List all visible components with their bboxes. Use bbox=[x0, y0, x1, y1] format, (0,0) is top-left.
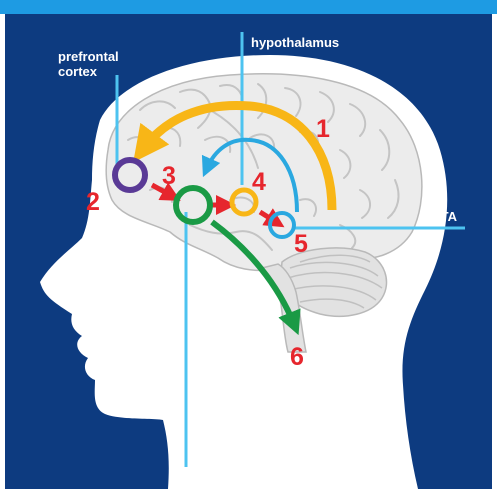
prefrontal-label-line2: cortex bbox=[58, 64, 98, 79]
step-number-1: 1 bbox=[316, 115, 330, 143]
step-number-3: 3 bbox=[162, 162, 176, 190]
top-bar bbox=[0, 0, 497, 14]
step-number-5: 5 bbox=[294, 230, 308, 258]
hypothalamus-label: hypothalamus bbox=[251, 35, 339, 50]
prefrontal-label-line1: prefrontal bbox=[58, 49, 119, 64]
step-number-6: 6 bbox=[290, 343, 304, 371]
nucleus-accumbens-label: nucleus accumbens bbox=[196, 462, 320, 477]
vta-label: VTA bbox=[432, 209, 458, 224]
step-number-2: 2 bbox=[86, 188, 100, 216]
step-number-4: 4 bbox=[252, 168, 266, 196]
